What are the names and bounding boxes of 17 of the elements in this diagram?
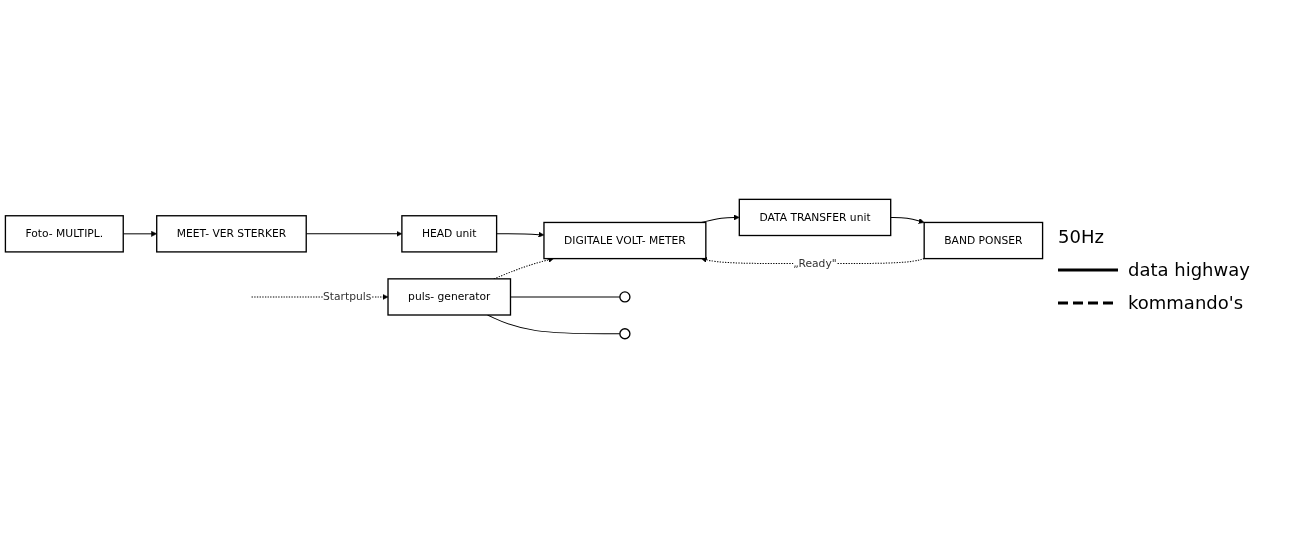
legend-text: kommando's [1128, 292, 1244, 313]
node-box: BAND PONSER [923, 222, 1044, 260]
edge-label: „Ready" [793, 257, 837, 271]
node-box: Foto- MULTIPL. [4, 215, 124, 253]
arrow [890, 217, 925, 225]
legend-text: data highway [1128, 259, 1250, 280]
node-box: puls- generator [387, 278, 512, 317]
edge-label: Startpuls [322, 290, 372, 304]
frequency-label: 50Hz [1058, 226, 1105, 247]
node-box: DIGITALE VOLT- METER [543, 222, 707, 260]
node-circle [619, 291, 631, 304]
connector [510, 296, 621, 298]
node-circle [619, 328, 631, 340]
node-box: HEAD unit [401, 215, 498, 253]
node-box: DATA TRANSFER unit [738, 199, 892, 237]
arrow [493, 257, 554, 280]
node-box: MEET- VER STERKER [156, 215, 307, 253]
